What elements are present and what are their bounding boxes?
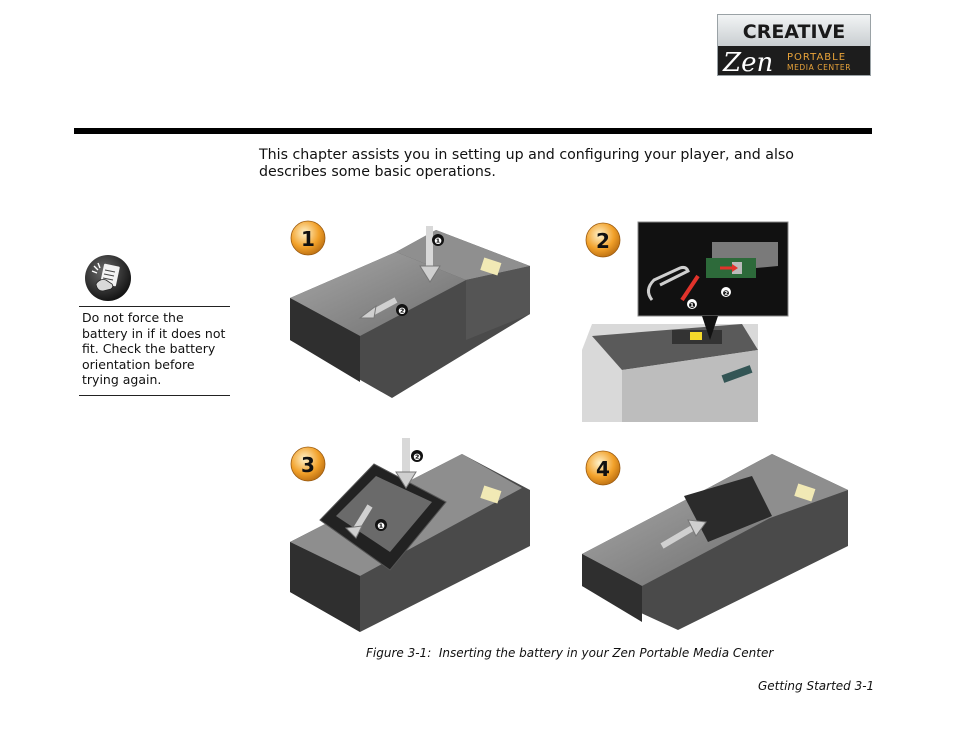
- step-1-illustration: ❶ ❷ 1: [290, 220, 530, 398]
- step-2-illustration: ❶ ❷ 2: [582, 221, 789, 422]
- figure-caption: Figure 3-1: Inserting the battery in you…: [366, 646, 774, 660]
- step-3-marker-a: ❷: [413, 453, 421, 463]
- logo-subtitle-1: PORTABLE: [787, 52, 846, 63]
- header-rule: [74, 128, 872, 134]
- step-3-number: 3: [301, 453, 315, 477]
- step-2-marker-b: ❷: [723, 289, 730, 298]
- step-4-number: 4: [596, 457, 610, 481]
- logo-subtitle-2: MEDIA CENTER: [787, 63, 851, 72]
- step-2-number: 2: [596, 229, 610, 253]
- step-2-marker-a: ❶: [689, 301, 696, 310]
- logo-product: Zen: [722, 48, 773, 76]
- creative-zen-logo: CREATIVE Zen PORTABLE MEDIA CENTER: [717, 14, 871, 76]
- note-text: Do not force the battery in if it does n…: [82, 310, 226, 387]
- note-hand-icon: [85, 255, 131, 301]
- step-3-marker-b: ❶: [377, 522, 385, 532]
- page-footer: Getting Started 3-1: [758, 679, 875, 693]
- logo-brand: CREATIVE: [743, 21, 846, 43]
- step-1-marker-b: ❷: [398, 307, 406, 317]
- step-4-illustration: 4: [582, 450, 848, 630]
- note-box: [79, 306, 230, 396]
- intro-paragraph: This chapter assists you in setting up a…: [259, 147, 794, 180]
- step-1-number: 1: [301, 227, 315, 251]
- step-3-illustration: ❷ ❶ 3: [290, 438, 530, 632]
- step-1-marker-a: ❶: [434, 237, 442, 247]
